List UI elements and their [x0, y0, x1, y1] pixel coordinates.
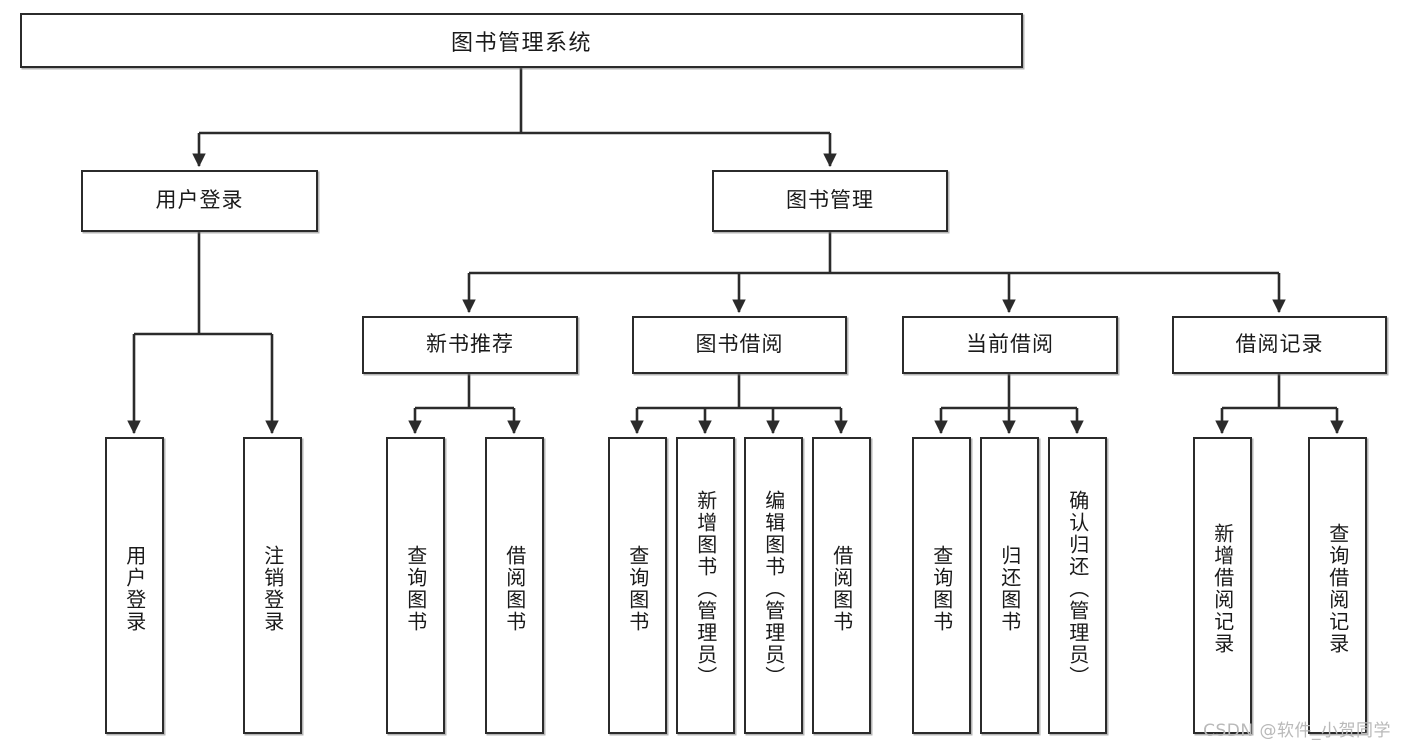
leaf-label: 确认归还（管理员）: [1065, 489, 1090, 688]
node-book-borrow[interactable]: 图书借阅: [632, 316, 847, 374]
leaf-query-book-borrow[interactable]: 查询图书: [608, 437, 667, 734]
leaf-query-book-recommend[interactable]: 查询图书: [386, 437, 445, 734]
node-root-system[interactable]: 图书管理系统: [20, 13, 1023, 68]
leaf-label: 查询图书: [625, 544, 650, 633]
node-book-management[interactable]: 图书管理: [712, 170, 948, 232]
leaf-query-book-current[interactable]: 查询图书: [912, 437, 971, 734]
leaf-user-login[interactable]: 用户登录: [105, 437, 164, 734]
leaf-return-book[interactable]: 归还图书: [980, 437, 1039, 734]
leaf-query-borrow-record[interactable]: 查询借阅记录: [1308, 437, 1367, 734]
leaf-label: 归还图书: [997, 544, 1022, 633]
leaf-borrow-book[interactable]: 借阅图书: [812, 437, 871, 734]
leaf-label: 借阅图书: [502, 544, 527, 633]
leaf-edit-book-admin[interactable]: 编辑图书（管理员）: [744, 437, 803, 734]
leaf-label: 新增借阅记录: [1210, 522, 1235, 655]
node-borrow-record[interactable]: 借阅记录: [1172, 316, 1387, 374]
leaf-add-book-admin[interactable]: 新增图书（管理员）: [676, 437, 735, 734]
watermark-text: CSDN @软件_小贺同学: [1203, 721, 1391, 741]
node-current-borrow[interactable]: 当前借阅: [902, 316, 1118, 374]
leaf-label: 新增图书（管理员）: [693, 489, 718, 688]
leaf-label: 借阅图书: [829, 544, 854, 633]
node-user-login[interactable]: 用户登录: [81, 170, 318, 232]
leaf-label: 编辑图书（管理员）: [761, 489, 786, 688]
leaf-label: 查询借阅记录: [1325, 522, 1350, 655]
leaf-add-borrow-record[interactable]: 新增借阅记录: [1193, 437, 1252, 734]
node-new-book-recommend[interactable]: 新书推荐: [362, 316, 578, 374]
leaf-logout-login[interactable]: 注销登录: [243, 437, 302, 734]
leaf-label: 查询图书: [403, 544, 428, 633]
leaf-confirm-return-admin[interactable]: 确认归还（管理员）: [1048, 437, 1107, 734]
leaf-label: 查询图书: [929, 544, 954, 633]
leaf-label: 注销登录: [260, 544, 285, 633]
leaf-borrow-book-recommend[interactable]: 借阅图书: [485, 437, 544, 734]
leaf-label: 用户登录: [122, 544, 147, 633]
